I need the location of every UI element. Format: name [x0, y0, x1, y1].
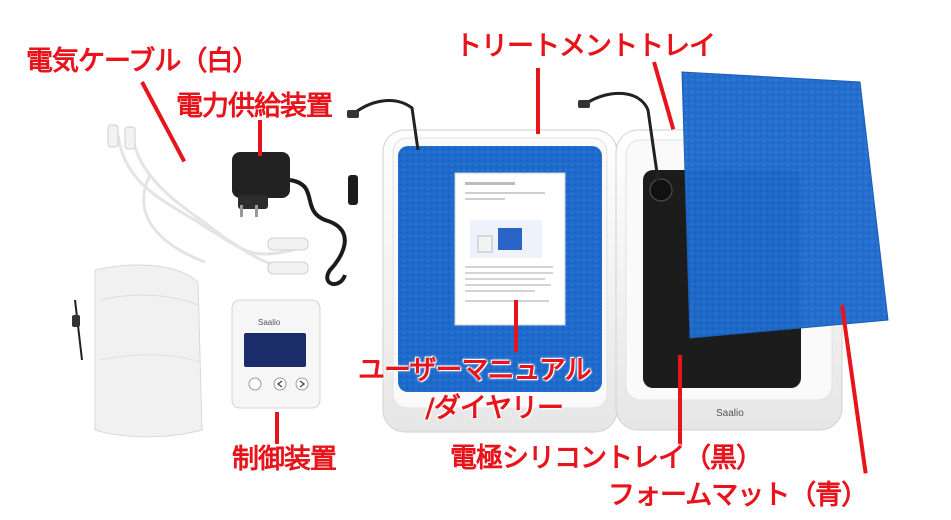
pointer-manual — [514, 300, 518, 352]
label-power-supply: 電力供給装置 — [176, 91, 333, 122]
blue-foam-mat — [681, 71, 889, 339]
pointer-controller — [275, 412, 279, 444]
control-unit — [231, 299, 321, 409]
power-adapter — [232, 152, 358, 286]
label-manual-line2: /ダイヤリー — [425, 393, 564, 424]
tray-brand-text: Saalio — [716, 408, 744, 419]
pointer-tray — [536, 68, 540, 134]
pointer-power — [258, 120, 262, 156]
user-manual — [454, 172, 566, 326]
pointer-electrode — [678, 355, 682, 447]
storage-bag — [72, 264, 203, 438]
label-controller: 制御装置 — [232, 444, 337, 475]
label-foam-mat: フォームマット（青） — [608, 480, 868, 511]
cable-plugs — [107, 124, 309, 275]
label-electrode-tray: 電極シリコントレイ（黒） — [450, 443, 763, 474]
label-treatment-tray: トリートメントトレイ — [455, 31, 716, 62]
label-manual-line1: ユーザーマニュアル — [358, 355, 592, 386]
label-cable: 電気ケーブル（白） — [26, 46, 259, 77]
controller-brand-text: Saalio — [258, 318, 281, 327]
